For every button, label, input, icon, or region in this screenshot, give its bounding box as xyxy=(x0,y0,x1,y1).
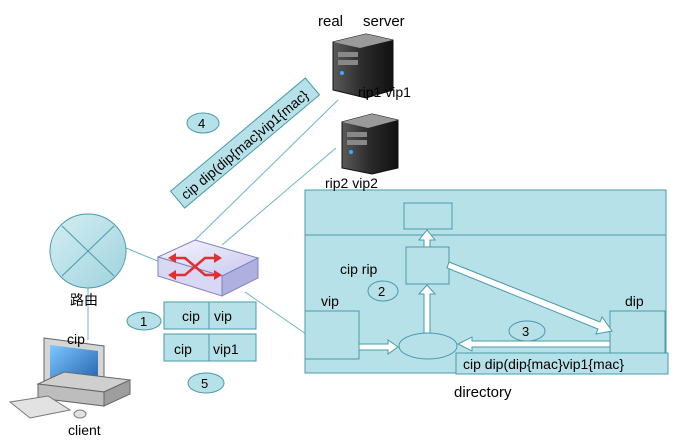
director-packet-label: cip dip(dip{mac}vip1{mac} xyxy=(463,356,624,372)
switch-server2-link xyxy=(221,147,337,246)
step-2-label: 2 xyxy=(378,284,385,299)
switch-arrows xyxy=(170,256,220,277)
arrow-rip-to-top xyxy=(417,229,437,248)
dip-label: dip xyxy=(625,293,644,309)
flow-arrows xyxy=(358,229,613,355)
rotated-packet-box xyxy=(169,77,321,209)
rip1-vip1-label: rip1 vip1 xyxy=(358,84,411,100)
switch-arrowhead xyxy=(168,253,176,263)
packet-table: cip vip cip vip1 xyxy=(163,301,257,362)
arrow-vip-to-core xyxy=(358,339,399,355)
director-region xyxy=(304,189,669,375)
server-1-drive-bay xyxy=(338,52,358,57)
switch-director-link xyxy=(244,291,307,335)
top-module-box xyxy=(403,202,453,230)
mouse xyxy=(73,409,87,419)
packet-row-2 xyxy=(163,333,257,362)
step-3-label: 3 xyxy=(522,324,529,339)
switch-server1-link xyxy=(189,99,339,246)
switch xyxy=(156,239,260,297)
arrow-rip-to-dip xyxy=(446,261,613,335)
rip-module-box xyxy=(405,246,450,285)
keyboard xyxy=(8,395,72,419)
directory-label: directory xyxy=(454,384,512,401)
server-1-drive-bay xyxy=(338,60,358,65)
routing-core-ellipse xyxy=(398,332,458,360)
director-packet-box xyxy=(455,352,669,375)
client-label: client xyxy=(68,422,101,438)
client-computer xyxy=(8,337,132,419)
arrow-core-to-rip xyxy=(417,284,437,334)
step-1-label: 1 xyxy=(140,314,147,329)
step-4-marker xyxy=(186,112,220,134)
step-5-marker xyxy=(187,372,225,394)
router-cross-line xyxy=(61,225,115,277)
dip-interface-box xyxy=(609,310,666,358)
server-2-drive-bay xyxy=(347,140,367,145)
server-2-drive-bay xyxy=(347,132,367,137)
router xyxy=(49,213,127,289)
server-1-top xyxy=(333,34,393,48)
switch-arrowhead xyxy=(168,270,176,280)
switch-side-face xyxy=(221,257,259,297)
cip-label: cip xyxy=(67,331,85,347)
packet-row-1-right: vip xyxy=(214,308,232,324)
cip-rip-label: cip rip xyxy=(340,261,378,277)
vip-label: vip xyxy=(321,293,339,309)
server-2-top xyxy=(342,114,398,128)
router-switch-link xyxy=(120,245,161,263)
packet-row-2-right: vip1 xyxy=(213,341,239,357)
real-server-2 xyxy=(341,113,399,175)
step-4-label: 4 xyxy=(198,116,205,131)
server-2-power-led xyxy=(349,150,353,154)
packet-row-1 xyxy=(163,301,257,330)
switch-arrowhead xyxy=(214,270,222,280)
switch-arrowheads xyxy=(168,253,222,280)
packet-row-1-left: cip xyxy=(182,308,200,324)
pc-case-side xyxy=(103,379,131,407)
step-markers xyxy=(126,112,546,394)
switch-arrow-path xyxy=(170,256,220,277)
step-5-label: 5 xyxy=(201,376,208,391)
step-1-marker xyxy=(126,311,162,331)
packet-row-2-left: cip xyxy=(174,341,192,357)
router-label: 路由 xyxy=(70,292,98,308)
step-3-marker xyxy=(508,320,546,342)
arrow-dip-to-core xyxy=(456,336,611,352)
server-1-power-led xyxy=(340,71,344,75)
switch-arrowhead xyxy=(214,253,222,263)
rotated-packet-group: cip dip(dip{mac}vip1{mac} xyxy=(169,77,321,209)
server-label: server xyxy=(363,13,405,30)
real-label: real xyxy=(318,13,343,30)
real-server-1 xyxy=(332,33,394,99)
connection-lines xyxy=(87,99,339,340)
rip2-vip2-label: rip2 vip2 xyxy=(325,175,378,191)
step-2-marker xyxy=(367,280,399,302)
vip-interface-box xyxy=(304,310,360,360)
